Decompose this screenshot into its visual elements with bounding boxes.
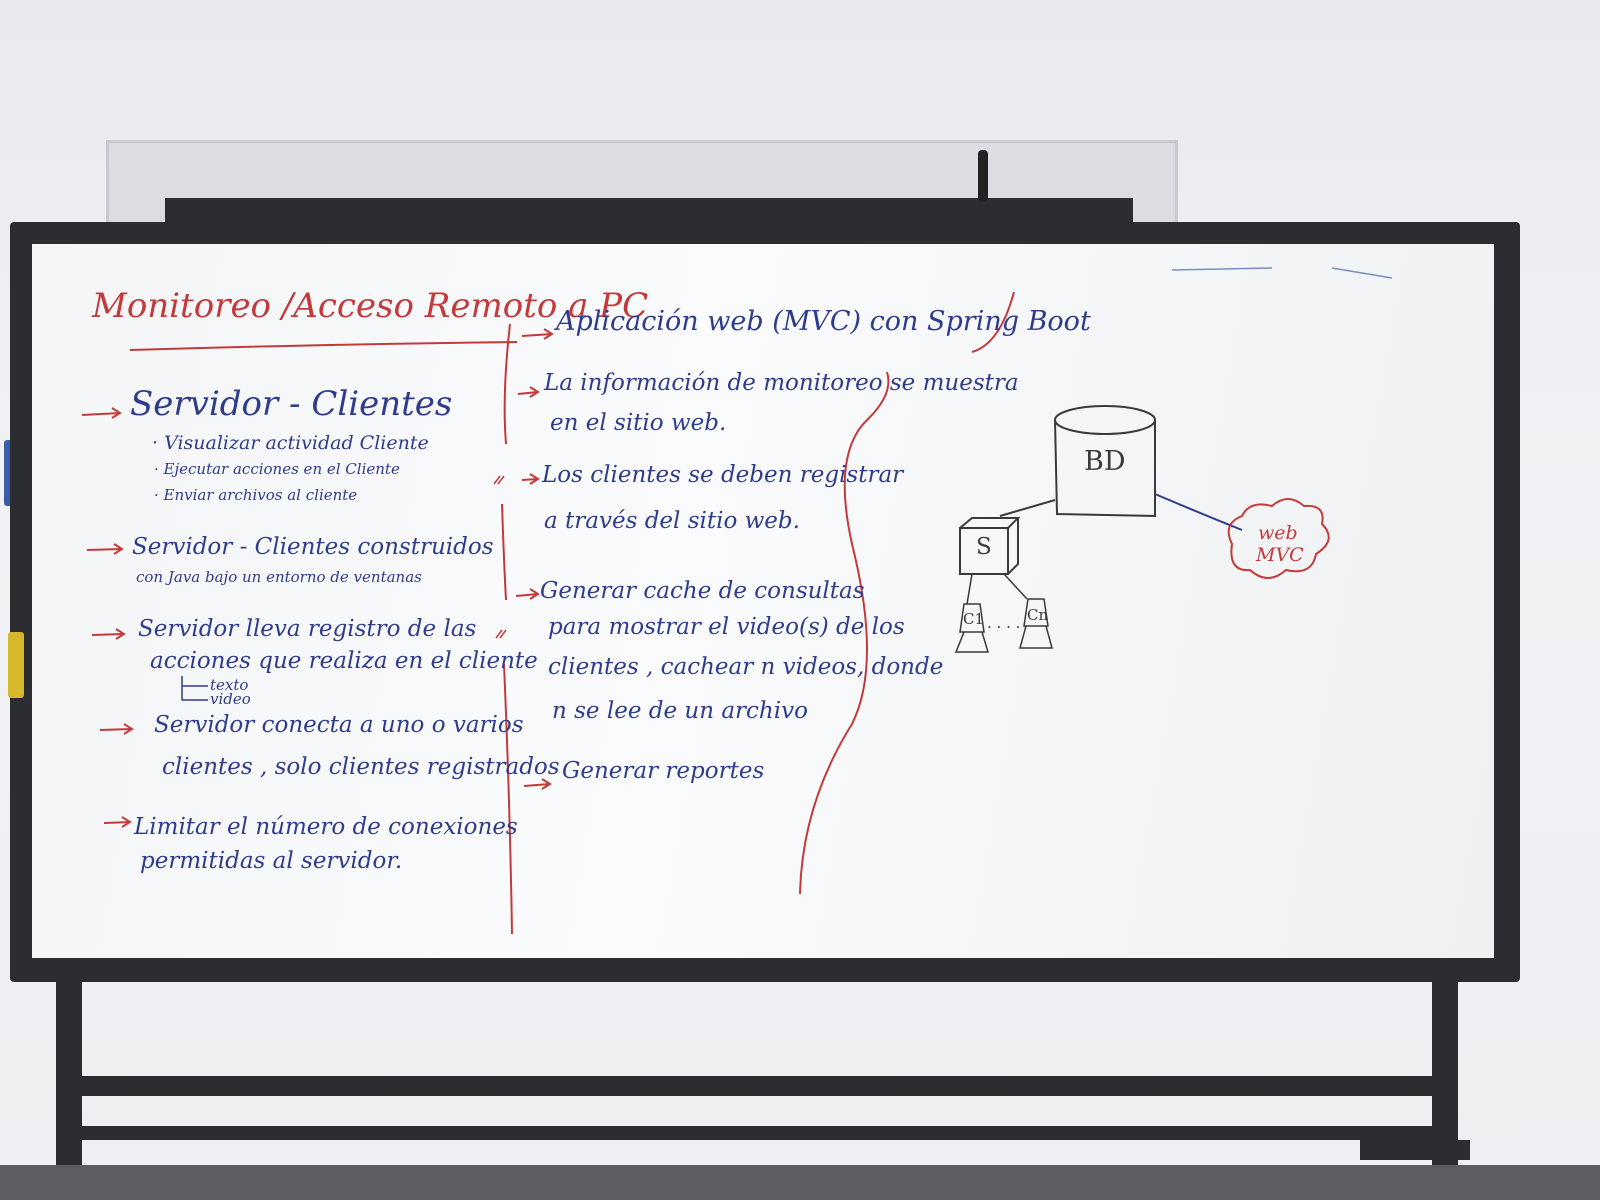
right-arrows [515,328,554,790]
right-item-5: Generar reportes [562,758,765,784]
right-item-4-line2: para mostrar el video(s) de los [548,614,905,640]
floor [0,1165,1600,1200]
faint-marks [1171,267,1393,279]
whiteboard: Monitoreo /Acceso Remoto a PC Servidor -… [32,244,1494,958]
left-item-4-line1: Limitar el número de conexiones [134,814,518,840]
board-title: Monitoreo /Acceso Remoto a PC [92,286,649,326]
left-item-2-line2: acciones que realiza en el cliente [150,648,538,674]
cable [978,150,988,202]
right-item-4-line3: clientes , cachear n videos, donde [548,654,944,680]
left-bullet-1: · Visualizar actividad Cliente [152,432,429,454]
right-item-2-line1: La información de monitoreo se muestra [544,370,1019,396]
client-ellipsis: · · · · [987,618,1021,636]
left-item-4-line2: permitidas al servidor. [140,848,403,874]
bracket-curve [799,291,1015,895]
db-web-line [1154,493,1243,531]
cloud-label-mvc: MVC [1256,544,1304,566]
right-item-1: Aplicación web (MVC) con Spring Boot [556,306,1091,337]
client-last-label: Cn [1027,606,1049,624]
stand-rail-bottom [56,1126,1458,1140]
right-item-3-line2: a través del sitio web. [544,508,800,534]
cloud-label-web: web [1258,522,1298,544]
server-label: S [976,534,992,560]
left-item-3-line2: clientes , solo clientes registrados [162,754,560,780]
left-item-2-sub-video: video [210,690,251,708]
left-item-1-line1: Servidor - Clientes construidos [132,534,494,560]
web-cloud [1227,498,1330,579]
server-client-lines [966,573,1028,605]
board-clip-yellow [8,632,24,698]
left-arrows [81,407,134,828]
sub-arrows [181,676,208,701]
stand-rail-top [56,1076,1458,1096]
right-item-3-line1: Los clientes se deben registrar [542,462,904,488]
left-heading: Servidor - Clientes [130,384,453,424]
board-drawings [81,267,1393,935]
client-first-label: C1 [963,610,985,628]
left-item-2-line1: Servidor lleva registro de las [138,616,477,642]
left-item-3-line1: Servidor conecta a uno o varios [154,712,524,738]
stand-foot [1360,1140,1470,1160]
server-cube [959,517,1021,575]
database-cylinder [1054,405,1156,518]
column-divider [501,323,513,935]
db-label: BD [1084,446,1126,477]
right-item-4-line1: Generar cache de consultas [540,578,865,604]
client-shapes [954,598,1053,653]
tick-marks [493,475,507,639]
right-item-4-line4: n se lee de un archivo [552,698,808,724]
db-server-line [999,499,1056,517]
left-bullet-2: · Ejecutar acciones en el Cliente [154,460,400,478]
title-underline [129,341,518,351]
left-item-2-sub-texto: texto [210,676,249,694]
left-bullet-3: · Enviar archivos al cliente [154,486,358,504]
left-item-1-line2: con Java bajo un entorno de ventanas [136,568,422,586]
right-item-2-line2: en el sitio web. [550,410,727,436]
